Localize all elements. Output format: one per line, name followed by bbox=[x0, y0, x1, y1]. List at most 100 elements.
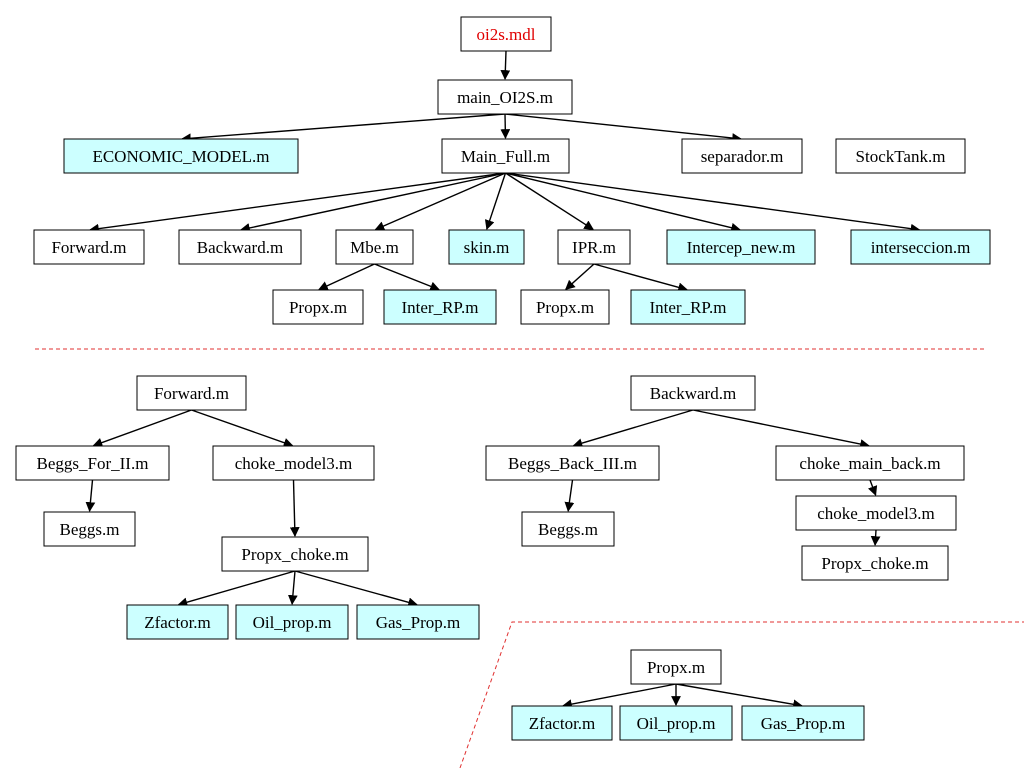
node-zfactor_p: Zfactor.m bbox=[511, 705, 613, 741]
node-forward1: Forward.m bbox=[33, 229, 145, 265]
node-box bbox=[460, 16, 552, 52]
node-skin: skin.m bbox=[448, 229, 525, 265]
edge-mbe-to-propx_mbe bbox=[318, 263, 375, 291]
node-box bbox=[221, 536, 369, 572]
edge-beggsfor-to-beggs_f bbox=[85, 479, 96, 512]
node-propx_mbe: Propx.m bbox=[272, 289, 364, 325]
edge-mainfull-to-backward1 bbox=[240, 172, 506, 233]
node-label: Inter_RP.m bbox=[650, 298, 727, 317]
node-interseccion: interseccion.m bbox=[850, 229, 991, 265]
edge-mainfull-to-interseccion bbox=[505, 172, 921, 234]
node-ipr: IPR.m bbox=[557, 229, 631, 265]
edge-propxchoke_f-to-zfactor_f bbox=[177, 570, 296, 607]
node-mainfull: Main_Full.m bbox=[441, 138, 570, 174]
node-label: Forward.m bbox=[51, 238, 126, 257]
node-economic: ECONOMIC_MODEL.m bbox=[63, 138, 299, 174]
node-propxchoke_f: Propx_choke.m bbox=[221, 536, 369, 572]
node-label: Forward.m bbox=[154, 384, 229, 403]
node-box bbox=[383, 289, 497, 325]
node-box bbox=[557, 229, 631, 265]
node-label: IPR.m bbox=[572, 238, 616, 257]
node-label: separador.m bbox=[701, 147, 784, 166]
node-propxchoke_b: Propx_choke.m bbox=[801, 545, 949, 581]
edge-forward2-to-chokemodel3_f bbox=[191, 409, 294, 448]
node-label: interseccion.m bbox=[871, 238, 971, 257]
node-main: main_OI2S.m bbox=[437, 79, 573, 115]
edge-main-to-economic bbox=[181, 113, 506, 144]
edge-chokemodel3_f-to-propxchoke_f bbox=[289, 479, 300, 537]
node-label: Beggs_Back_III.m bbox=[508, 454, 637, 473]
node-box bbox=[235, 604, 349, 640]
node-label: Mbe.m bbox=[350, 238, 399, 257]
node-box bbox=[681, 138, 803, 174]
node-label: StockTank.m bbox=[856, 147, 946, 166]
node-box bbox=[441, 138, 570, 174]
node-label: Beggs.m bbox=[60, 520, 120, 539]
node-label: Propx_choke.m bbox=[241, 545, 348, 564]
edge-mainfull-to-intercep bbox=[505, 172, 741, 233]
edge-chokemainback-to-chokemodel3_b bbox=[867, 479, 878, 496]
edge-propxchoke_f-to-oilprop_f bbox=[287, 570, 298, 605]
node-box bbox=[795, 495, 957, 531]
edge-mainfull-to-ipr bbox=[505, 172, 594, 231]
node-chokemainback: choke_main_back.m bbox=[775, 445, 965, 481]
node-beggsfor: Beggs_For_II.m bbox=[15, 445, 170, 481]
node-beggs_b: Beggs.m bbox=[521, 511, 615, 547]
node-box bbox=[212, 445, 375, 481]
node-intercep: Intercep_new.m bbox=[666, 229, 816, 265]
node-gasprop_f: Gas_Prop.m bbox=[356, 604, 480, 640]
node-box bbox=[335, 229, 414, 265]
node-chokemodel3_b: choke_model3.m bbox=[795, 495, 957, 531]
node-box bbox=[126, 604, 229, 640]
node-beggsback: Beggs_Back_III.m bbox=[485, 445, 660, 481]
node-box bbox=[850, 229, 991, 265]
node-box bbox=[835, 138, 966, 174]
node-box bbox=[619, 705, 733, 741]
node-box bbox=[741, 705, 865, 741]
node-box bbox=[511, 705, 613, 741]
node-label: Inter_RP.m bbox=[402, 298, 479, 317]
node-gasprop_p: Gas_Prop.m bbox=[741, 705, 865, 741]
node-chokemodel3_f: choke_model3.m bbox=[212, 445, 375, 481]
node-interrp_mbe: Inter_RP.m bbox=[383, 289, 497, 325]
node-box bbox=[437, 79, 573, 115]
node-label: Propx.m bbox=[647, 658, 705, 677]
node-label: Propx.m bbox=[289, 298, 347, 317]
edge-root-to-main bbox=[500, 50, 511, 80]
node-oilprop_f: Oil_prop.m bbox=[235, 604, 349, 640]
edge-propx3-to-gasprop_p bbox=[675, 683, 803, 710]
node-backward1: Backward.m bbox=[178, 229, 302, 265]
edge-mainfull-to-skin bbox=[484, 172, 507, 230]
node-label: choke_model3.m bbox=[235, 454, 353, 473]
node-mbe: Mbe.m bbox=[335, 229, 414, 265]
node-label: Gas_Prop.m bbox=[761, 714, 846, 733]
node-label: Intercep_new.m bbox=[687, 238, 796, 257]
edges-layer bbox=[85, 50, 921, 710]
node-label: Oil_prop.m bbox=[637, 714, 716, 733]
node-oilprop_p: Oil_prop.m bbox=[619, 705, 733, 741]
node-forward2: Forward.m bbox=[136, 375, 247, 411]
node-label: Backward.m bbox=[650, 384, 736, 403]
node-box bbox=[775, 445, 965, 481]
node-label: ECONOMIC_MODEL.m bbox=[92, 147, 269, 166]
node-zfactor_f: Zfactor.m bbox=[126, 604, 229, 640]
node-box bbox=[63, 138, 299, 174]
edge-propxchoke_f-to-gasprop_f bbox=[294, 570, 418, 608]
node-label: oi2s.mdl bbox=[476, 25, 535, 44]
node-propx3: Propx.m bbox=[630, 649, 722, 685]
node-label: Gas_Prop.m bbox=[376, 613, 461, 632]
node-separador: separador.m bbox=[681, 138, 803, 174]
node-label: Oil_prop.m bbox=[253, 613, 332, 632]
node-box bbox=[356, 604, 480, 640]
node-box bbox=[43, 511, 136, 547]
node-propx_ipr: Propx.m bbox=[520, 289, 610, 325]
node-box bbox=[485, 445, 660, 481]
node-beggs_f: Beggs.m bbox=[43, 511, 136, 547]
edge-backward2-to-beggsback bbox=[572, 409, 694, 448]
edge-beggsback-to-beggs_b bbox=[564, 479, 575, 512]
node-box bbox=[666, 229, 816, 265]
node-label: Propx_choke.m bbox=[821, 554, 928, 573]
node-interrp_ipr: Inter_RP.m bbox=[630, 289, 746, 325]
